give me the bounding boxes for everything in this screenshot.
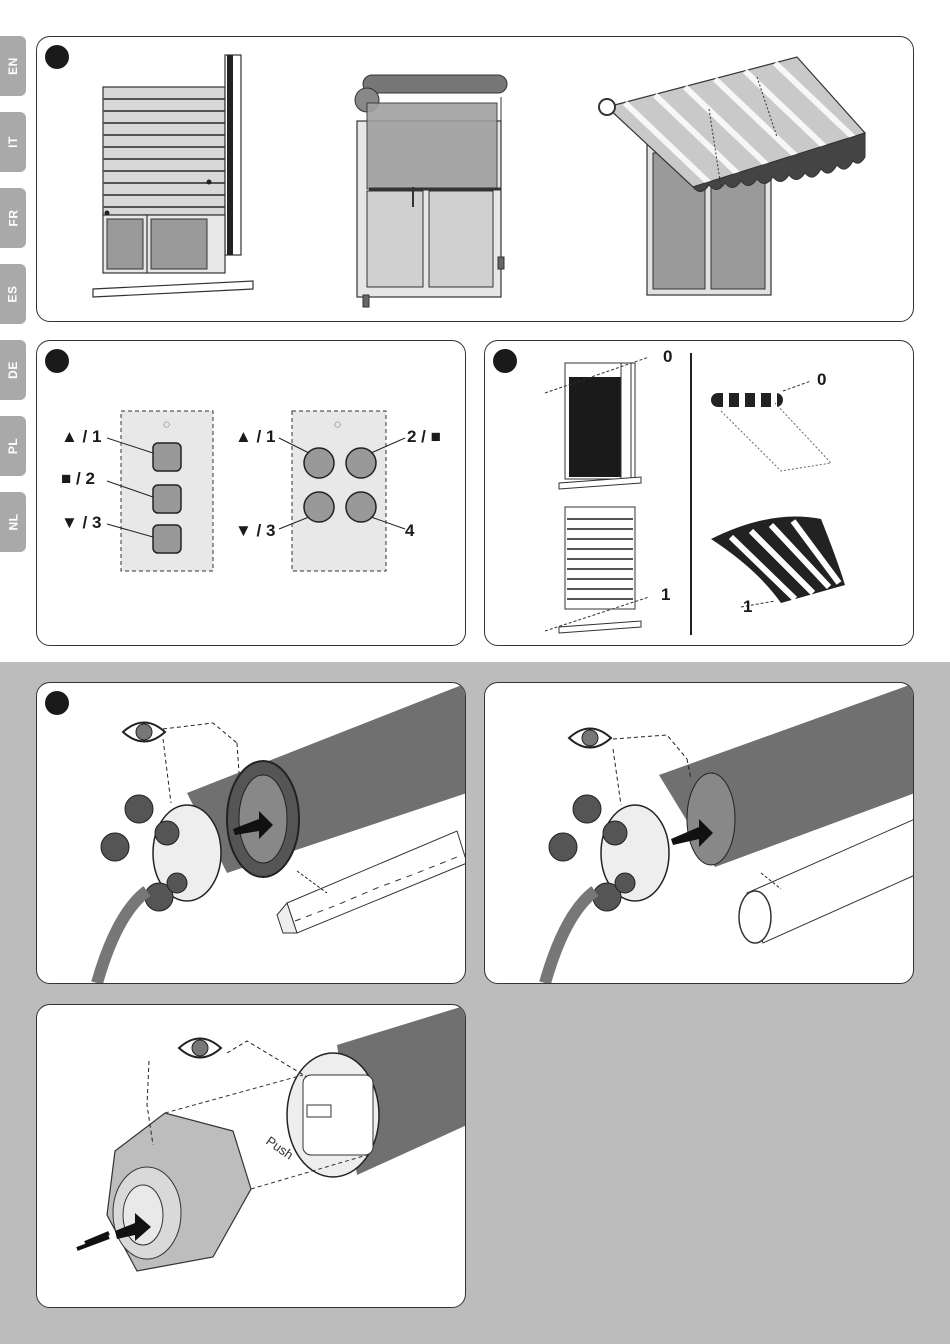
lang-tab-es[interactable]: ES (0, 264, 26, 324)
motor-round-illustration (485, 683, 914, 984)
panel-motor-octagonal (36, 682, 466, 984)
adapter-ring-illustration: Push (37, 1005, 466, 1308)
lang-tab-it[interactable]: IT (0, 112, 26, 172)
panel-applications (36, 36, 914, 322)
button-down-3 (153, 525, 181, 553)
applications-illustration (37, 37, 914, 322)
button-stop-2 (153, 485, 181, 513)
shutter-bottom-position: 1 (661, 585, 670, 605)
panel-positions: 0 1 0 1 (484, 340, 914, 646)
label-3btn-1: ▲ / 1 (61, 427, 101, 447)
label-3btn-2: ■ / 2 (61, 469, 95, 489)
awning-drawing (599, 57, 865, 295)
awning-top-position: 0 (817, 370, 826, 390)
lang-tab-nl[interactable]: NL (0, 492, 26, 552)
lang-tab-fr[interactable]: FR (0, 188, 26, 248)
lang-tab-pl[interactable]: PL (0, 416, 26, 476)
eye-icon (177, 1033, 223, 1063)
panel-adapter-ring: Push (36, 1004, 466, 1308)
motor-octagonal-illustration (37, 683, 466, 984)
lang-tab-en[interactable]: EN (0, 36, 26, 96)
label-4btn-2: 2 / ■ (407, 427, 441, 447)
positions-illustration (485, 341, 914, 646)
remote-controls-illustration (37, 341, 466, 646)
eye-icon (121, 717, 167, 747)
vertical-blind-drawing (355, 75, 507, 307)
awning-bottom-position: 1 (743, 597, 752, 617)
eye-icon (567, 723, 613, 753)
label-4btn-1: ▲ / 1 (235, 427, 275, 447)
lang-tab-de[interactable]: DE (0, 340, 26, 400)
label-4btn-4: 4 (405, 521, 414, 541)
indicator-glyph-2: ◌ (334, 417, 341, 431)
button-up-stop-1 (153, 443, 181, 471)
label-4btn-3: ▼ / 3 (235, 521, 275, 541)
indicator-glyph-1: ◌ (163, 417, 170, 431)
roller-shutter-drawing (93, 55, 253, 297)
panel-motor-round (484, 682, 914, 984)
label-3btn-3: ▼ / 3 (61, 513, 101, 533)
shutter-top-position: 0 (663, 347, 672, 367)
panel-remote-controls: ◌ ◌ ▲ / 1 ■ / 2 ▼ / 3 ▲ / 1 2 / ■ ▼ / 3 … (36, 340, 466, 646)
